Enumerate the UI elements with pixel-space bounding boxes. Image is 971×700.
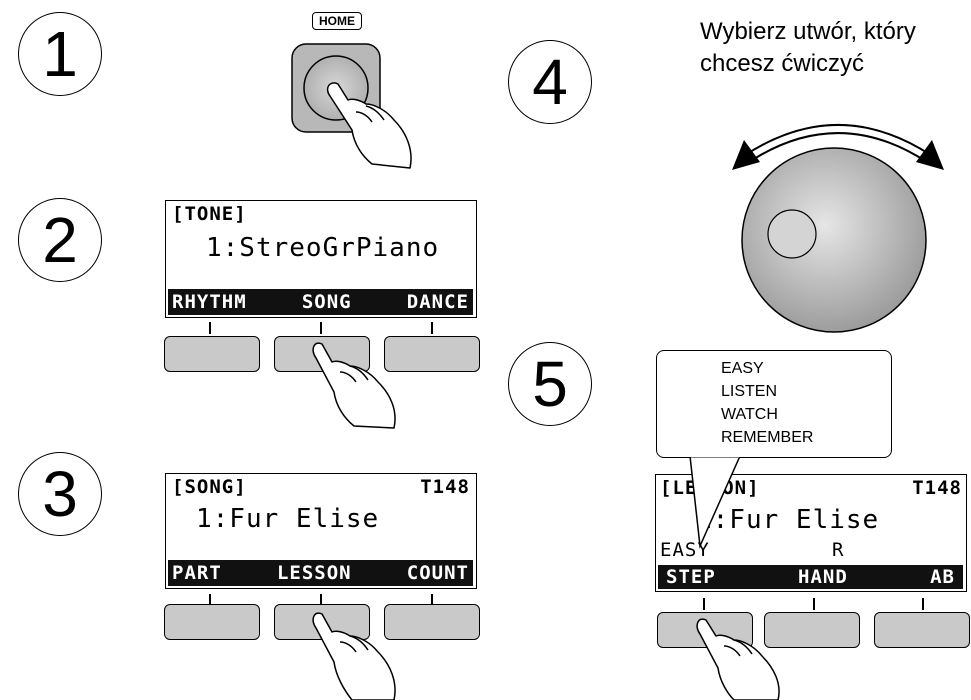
lesson-button-3[interactable] <box>874 612 970 648</box>
lesson-tick-3 <box>922 598 924 610</box>
tone-tick-3 <box>431 322 433 334</box>
option-watch: WATCH <box>721 406 778 423</box>
lesson-tempo: T148 <box>912 477 962 499</box>
softkey-lesson: LESSON <box>276 562 352 584</box>
step-4-number: 4 <box>532 46 568 118</box>
step-1-circle: 1 <box>18 12 102 96</box>
tone-header: [TONE] <box>172 203 247 225</box>
option-easy: EASY <box>721 360 764 377</box>
song-header: [SONG] <box>172 476 247 498</box>
tone-lcd-display: [TONE] 1:StreoGrPiano RHYTHM SONG DANCE <box>165 200 477 318</box>
pointing-hand-icon <box>312 342 396 429</box>
lesson-hand: R <box>832 539 845 561</box>
step-3-number: 3 <box>42 458 78 530</box>
pointing-hand-icon <box>312 612 396 700</box>
option-remember: REMEMBER <box>721 429 814 446</box>
song-tempo: T148 <box>420 476 470 498</box>
tone-button-1[interactable] <box>164 336 260 372</box>
tone-tick-1 <box>209 322 211 334</box>
song-button-3[interactable] <box>384 604 480 640</box>
home-label: HOME <box>312 12 362 30</box>
lesson-tick-1 <box>703 598 705 610</box>
step-2-circle: 2 <box>18 198 102 282</box>
tone-tick-2 <box>320 322 322 334</box>
step-5-circle: 5 <box>508 342 592 426</box>
lesson-mode: EASY <box>660 539 710 561</box>
tone-button-3[interactable] <box>384 336 480 372</box>
instruction-line-2: chcesz ćwiczyć <box>700 50 865 77</box>
tone-softkey-bar: RHYTHM SONG DANCE <box>168 289 473 315</box>
lesson-options-callout: EASY LISTEN WATCH REMEMBER <box>656 350 892 458</box>
song-main-text: 1:Fur Elise <box>196 504 380 534</box>
song-button-1[interactable] <box>164 604 260 640</box>
pointing-hand-icon <box>326 82 412 169</box>
song-lcd-display: [SONG] T148 1:Fur Elise PART LESSON COUN… <box>165 473 477 589</box>
softkey-hand: HAND <box>798 566 848 588</box>
step-4-circle: 4 <box>508 40 592 124</box>
instruction-text: Wybierz utwór, który chcesz ćwiczyć <box>700 16 916 80</box>
lesson-button-2[interactable] <box>764 612 860 648</box>
song-tick-1 <box>209 594 211 606</box>
lesson-lcd-display: [LESSON] T148 1:Fur Elise EASY R STEP HA… <box>655 474 967 592</box>
pointing-hand-icon <box>696 618 780 700</box>
song-tick-2 <box>320 594 322 606</box>
softkey-dance: DANCE <box>406 291 469 313</box>
step-2-number: 2 <box>42 204 78 276</box>
instruction-line-1: Wybierz utwór, który <box>700 18 916 45</box>
softkey-rhythm: RHYTHM <box>172 291 247 313</box>
softkey-step: STEP <box>666 566 716 588</box>
step-1-number: 1 <box>42 18 78 90</box>
lesson-softkey-bar: STEP HAND AB <box>658 565 963 589</box>
step-3-circle: 3 <box>18 452 102 536</box>
tone-main-text: 1:StreoGrPiano <box>206 233 440 263</box>
step-5-number: 5 <box>532 348 568 420</box>
dial-knob-icon[interactable] <box>741 147 927 333</box>
softkey-part: PART <box>172 562 222 584</box>
rotate-arrow-icon <box>732 124 944 170</box>
softkey-count: COUNT <box>406 562 469 584</box>
softkey-ab: AB <box>930 566 955 588</box>
song-softkey-bar: PART LESSON COUNT <box>168 560 473 586</box>
song-tick-3 <box>431 594 433 606</box>
softkey-song: SONG <box>301 291 352 313</box>
lesson-main-text: 1:Fur Elise <box>696 505 880 535</box>
option-listen: LISTEN <box>721 383 778 400</box>
lesson-tick-2 <box>813 598 815 610</box>
